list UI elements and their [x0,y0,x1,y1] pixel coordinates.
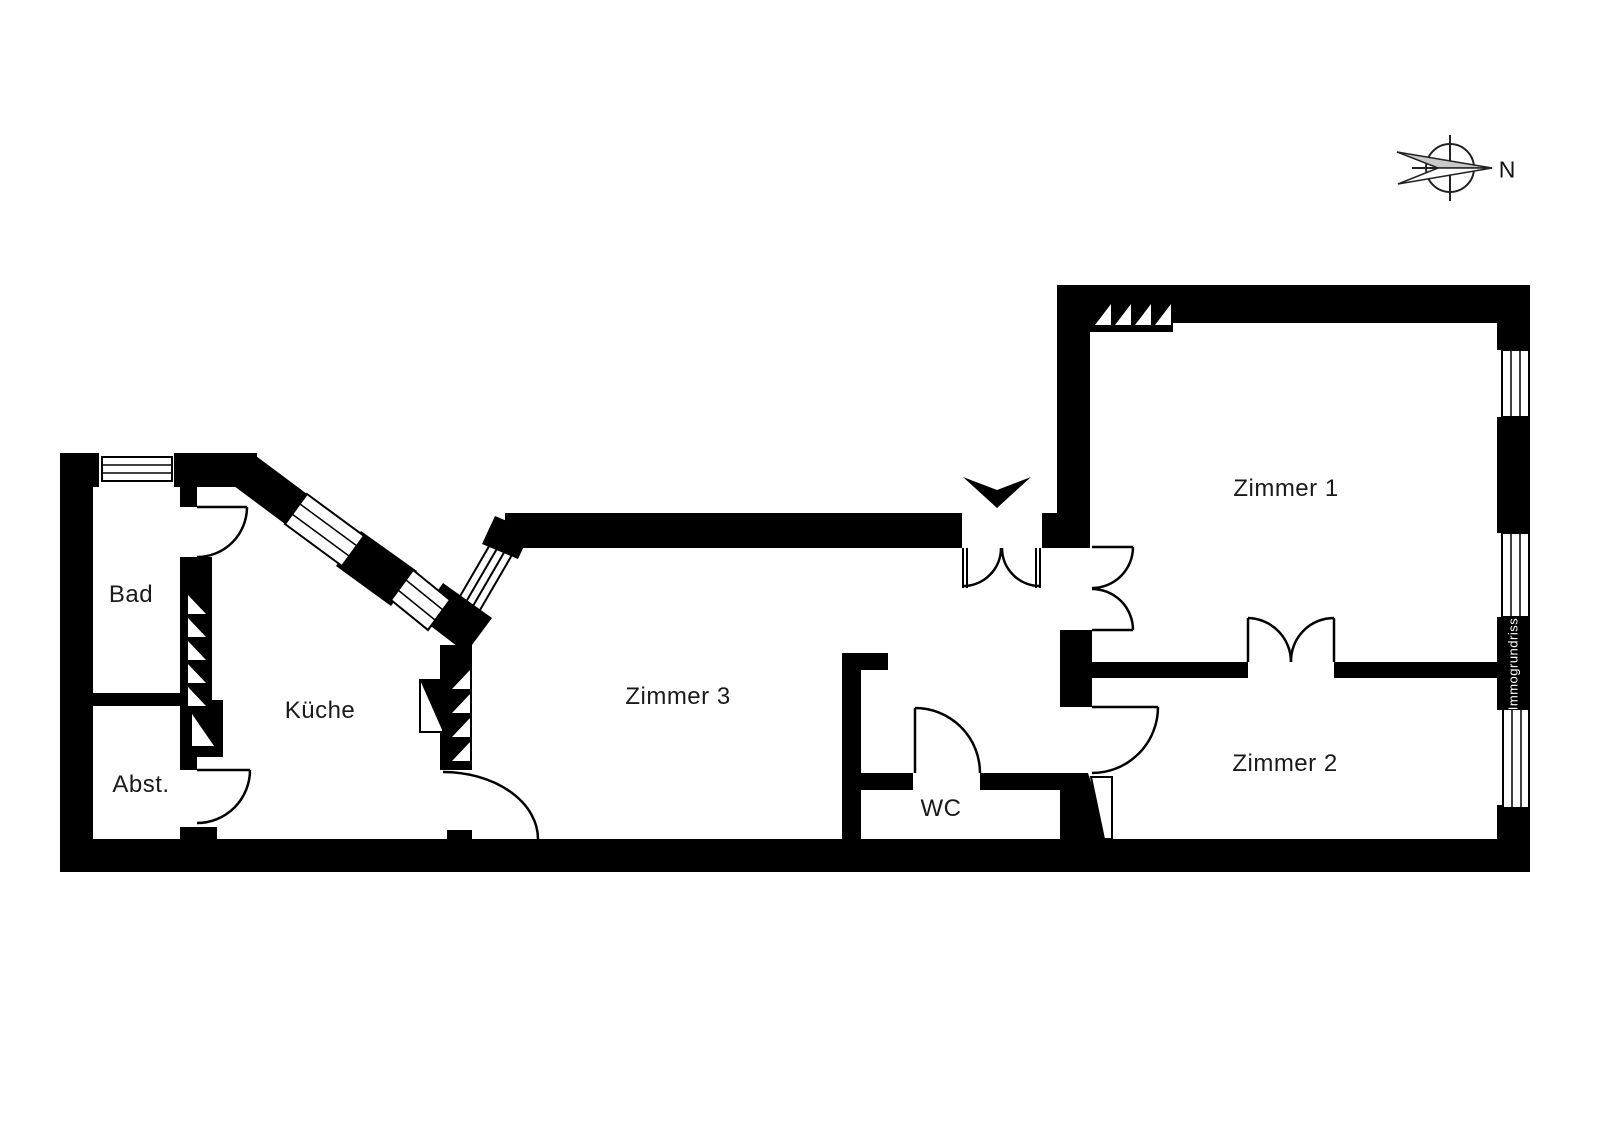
flue-triangle [1155,304,1171,325]
wall-diagonal-seg2 [336,531,417,606]
room-label-abst: Abst. [112,771,170,798]
flue-triangle [1115,304,1131,325]
compass-icon [1396,135,1493,201]
wall-left [60,453,93,872]
wall-hall-shaft [1060,773,1109,839]
wall-right-seg4 [1497,805,1530,839]
shaft-kueche [419,679,444,733]
north-label: N [1498,156,1516,183]
wall-zimmer1-left [1057,285,1090,548]
shaft-hall-outline [1089,776,1113,840]
wall-bad-kueche-top [180,487,197,507]
flue-triangle [188,687,206,706]
window-bad [99,453,174,487]
wall-wc-left [842,653,861,839]
wall-diagonal-seg1 [230,453,307,524]
flue-triangles [188,304,1171,761]
wall-bad-abst [93,693,180,706]
flue-triangle [452,718,470,737]
flue-triangle [452,670,470,689]
flue-triangle [1095,304,1111,325]
window-zimmer1-upper [1501,349,1530,418]
wall-bad-kueche-mid [180,757,197,770]
wall-zimmer1-top [1057,285,1530,323]
wall-z1z2-left [1092,662,1248,678]
wall-wc-stub [842,653,888,670]
entrance-arrow-icon [963,477,1031,508]
room-label-bad: Bad [108,581,154,608]
flue-triangle [452,694,470,713]
doors [196,505,1336,840]
wall-right-seg3-watermark [1497,617,1530,710]
door-entrance [962,547,1041,588]
door-abst [196,768,252,825]
room-label-kueche: Küche [284,697,356,724]
flue-triangle [188,664,206,683]
room-label-zimmer1: Zimmer 1 [1233,475,1339,502]
wall-wc-top-left [855,773,913,790]
wall-right-seg2 [1497,417,1530,533]
window-zimmer1-lower [1501,532,1530,618]
flue-triangle [188,641,206,660]
wall-zimmer1-flue-section [1090,323,1173,332]
outer-walls [60,285,1530,872]
door-bad [196,505,249,559]
shaft-symbols [419,679,1113,840]
wall-abst-stub [180,827,217,839]
window-kueche-diagonal-1 [283,492,366,568]
door-zimmer1-zimmer2 [1246,616,1336,663]
flue-triangle [188,595,206,614]
flue-triangle [452,742,470,761]
wall-zimmer3-top [505,513,962,548]
wall-bottom [60,839,1530,872]
window-zimmer2 [1502,708,1530,809]
door-zimmer2 [1091,705,1160,775]
door-wc [913,706,982,774]
door-zimmer1 [1091,545,1135,632]
window-kueche-diagonal-2 [389,568,452,632]
wall-z1z2-right [1334,662,1497,678]
room-label-zimmer3: Zimmer 3 [625,683,731,710]
wall-hall [1060,630,1092,707]
wall-wc-top-right [980,773,1060,790]
flue-triangle [1135,304,1151,325]
windows [99,349,1530,809]
room-label-zimmer2: Zimmer 2 [1232,750,1338,777]
wall-right-seg1 [1497,323,1530,350]
door-kueche [442,770,540,840]
watermark-text: Immogrundriss [1505,617,1521,711]
room-label-wc: WC [920,795,962,822]
window-zimmer3-slant [451,523,524,623]
flue-triangle-large [192,714,214,746]
wall-kueche-door-stub [447,830,472,839]
flue-triangle [188,618,206,637]
